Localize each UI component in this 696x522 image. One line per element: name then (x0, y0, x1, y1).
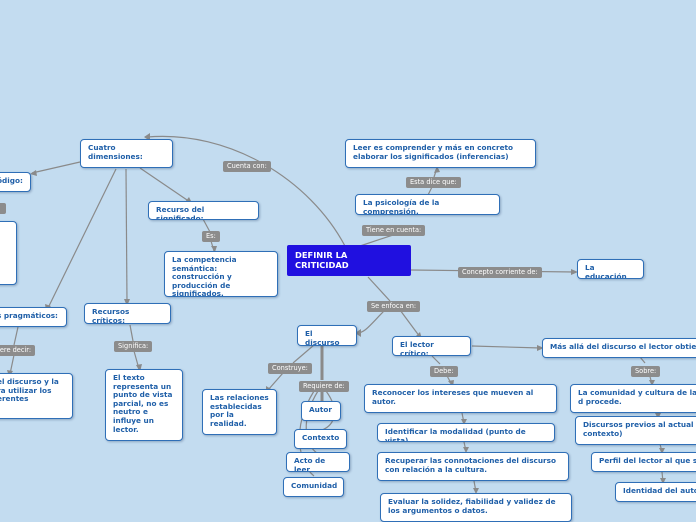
label-es: Es: (202, 231, 220, 242)
node-comunidad-cultura[interactable]: La comunidad y cultura de la d procede. (570, 384, 696, 413)
node-psicologia[interactable]: La psicología de la comprensión. (355, 194, 500, 215)
node-recurso-significado[interactable]: Recurso del significado: (148, 201, 259, 220)
link-lector-masalla (471, 345, 542, 349)
arrow-head (461, 419, 467, 425)
link-criticos-significa (129, 324, 134, 342)
link-cuatro-pragmaticos (47, 168, 117, 309)
link-psicologia-esta (427, 186, 433, 196)
node-mas-alla[interactable]: Más allá del discurso el lector obtiene (542, 338, 696, 358)
node-el-discurso[interactable]: El discurso (297, 325, 357, 346)
label-sobre: Sobre: (631, 366, 661, 377)
label-requiere-de: Requiere de: (299, 381, 349, 392)
link-enfoca-lector (399, 309, 421, 338)
node-offscreen-box[interactable] (0, 221, 17, 285)
arrow-head (355, 329, 361, 337)
node-contexto[interactable]: Contexto (294, 429, 347, 449)
arrow-head (124, 299, 130, 306)
node-codigo[interactable]: ódigo: (0, 172, 31, 192)
node-acto-leer[interactable]: Acto de leer (286, 452, 350, 472)
node-identidad-autor[interactable]: Identidad del auto (615, 482, 696, 502)
node-evaluar[interactable]: Evaluar la solidez, fiabilidad y validez… (380, 493, 572, 522)
arrow-head (649, 380, 655, 386)
link-construye-relaciones (267, 372, 284, 391)
node-relaciones[interactable]: Las relaciones establecidas por la reali… (202, 389, 277, 435)
link-lector-debe (431, 355, 441, 365)
link-cuatro-codigo (31, 161, 81, 174)
label-debe: Debe: (430, 366, 458, 377)
arrow-head (659, 448, 665, 454)
label-construye: Construye: (268, 363, 312, 374)
label-concepto-corriente: Concepto corriente de: (458, 267, 542, 278)
node-educacion[interactable]: La educación (577, 259, 644, 279)
arrow-head (463, 447, 469, 453)
link-recurso-es (202, 218, 211, 233)
link-central-cuatro (146, 135, 346, 247)
link-discurso-construye (292, 344, 315, 364)
label-esta-dice-que: Esta dice que: (406, 177, 461, 188)
node-recursos-pragmaticos[interactable]: s pragmáticos: (0, 307, 67, 327)
link-masalla-sobre (639, 356, 646, 364)
node-perfil-lector[interactable]: Perfil del lector al que se (591, 452, 696, 472)
node-recursos-criticos[interactable]: Recursos críticos: (84, 303, 171, 324)
link-cuatro-criticos (125, 168, 128, 304)
node-connotaciones[interactable]: Recuperar las connotaciones del discurso… (377, 452, 569, 481)
label-codigo-stub (0, 203, 6, 214)
link-central-enfoca (367, 276, 391, 302)
label-cuenta-con: Cuenta con: (223, 161, 271, 172)
arrow-head (211, 246, 217, 252)
label-tiene-en-cuenta: Tiene en cuenta: (362, 225, 426, 236)
arrow-head (434, 166, 440, 173)
node-autor[interactable]: Autor (301, 401, 341, 421)
link-cuatro-recurso (139, 167, 191, 203)
node-texto-representa[interactable]: El texto representa un punto de vista pa… (105, 369, 183, 441)
node-competencia-semantica[interactable]: La competencia semántica: construcción y… (164, 251, 278, 297)
node-discursos-previos[interactable]: Discursos previos al actual ( contexto) (575, 416, 696, 445)
node-intereses[interactable]: Reconocer los intereses que mueven al au… (364, 384, 557, 413)
arrow-head (660, 478, 666, 484)
link-enfoca-discurso (356, 309, 386, 334)
node-discurso-utilizar[interactable]: el discurso y la ra utilizar los erentes (0, 373, 73, 419)
node-cuatro-dimensiones[interactable]: Cuatro dimensiones: (80, 139, 173, 168)
node-comunidad[interactable]: Comunidad (283, 477, 344, 497)
link-pragmaticos-quiere (13, 326, 19, 346)
arrow-head (473, 488, 479, 494)
arrow-head (30, 170, 37, 176)
link-central-psicologia (359, 234, 394, 247)
arrow-head (571, 269, 578, 275)
label-se-enfoca-en: Se enfoca en: (367, 301, 421, 312)
node-leer-comprender[interactable]: Leer es comprender y más en concreto ela… (345, 139, 536, 168)
central-topic[interactable]: DEFINIR LA CRITICIDAD (287, 245, 411, 276)
label-significa: Significa: (114, 341, 153, 352)
node-modalidad[interactable]: Identificar la modalidad (punto de vista… (377, 423, 555, 442)
node-lector-critico[interactable]: El lector crítico: (392, 336, 471, 356)
label-quiere-decir: iere decir: (0, 345, 36, 356)
arrow-head (537, 345, 544, 351)
